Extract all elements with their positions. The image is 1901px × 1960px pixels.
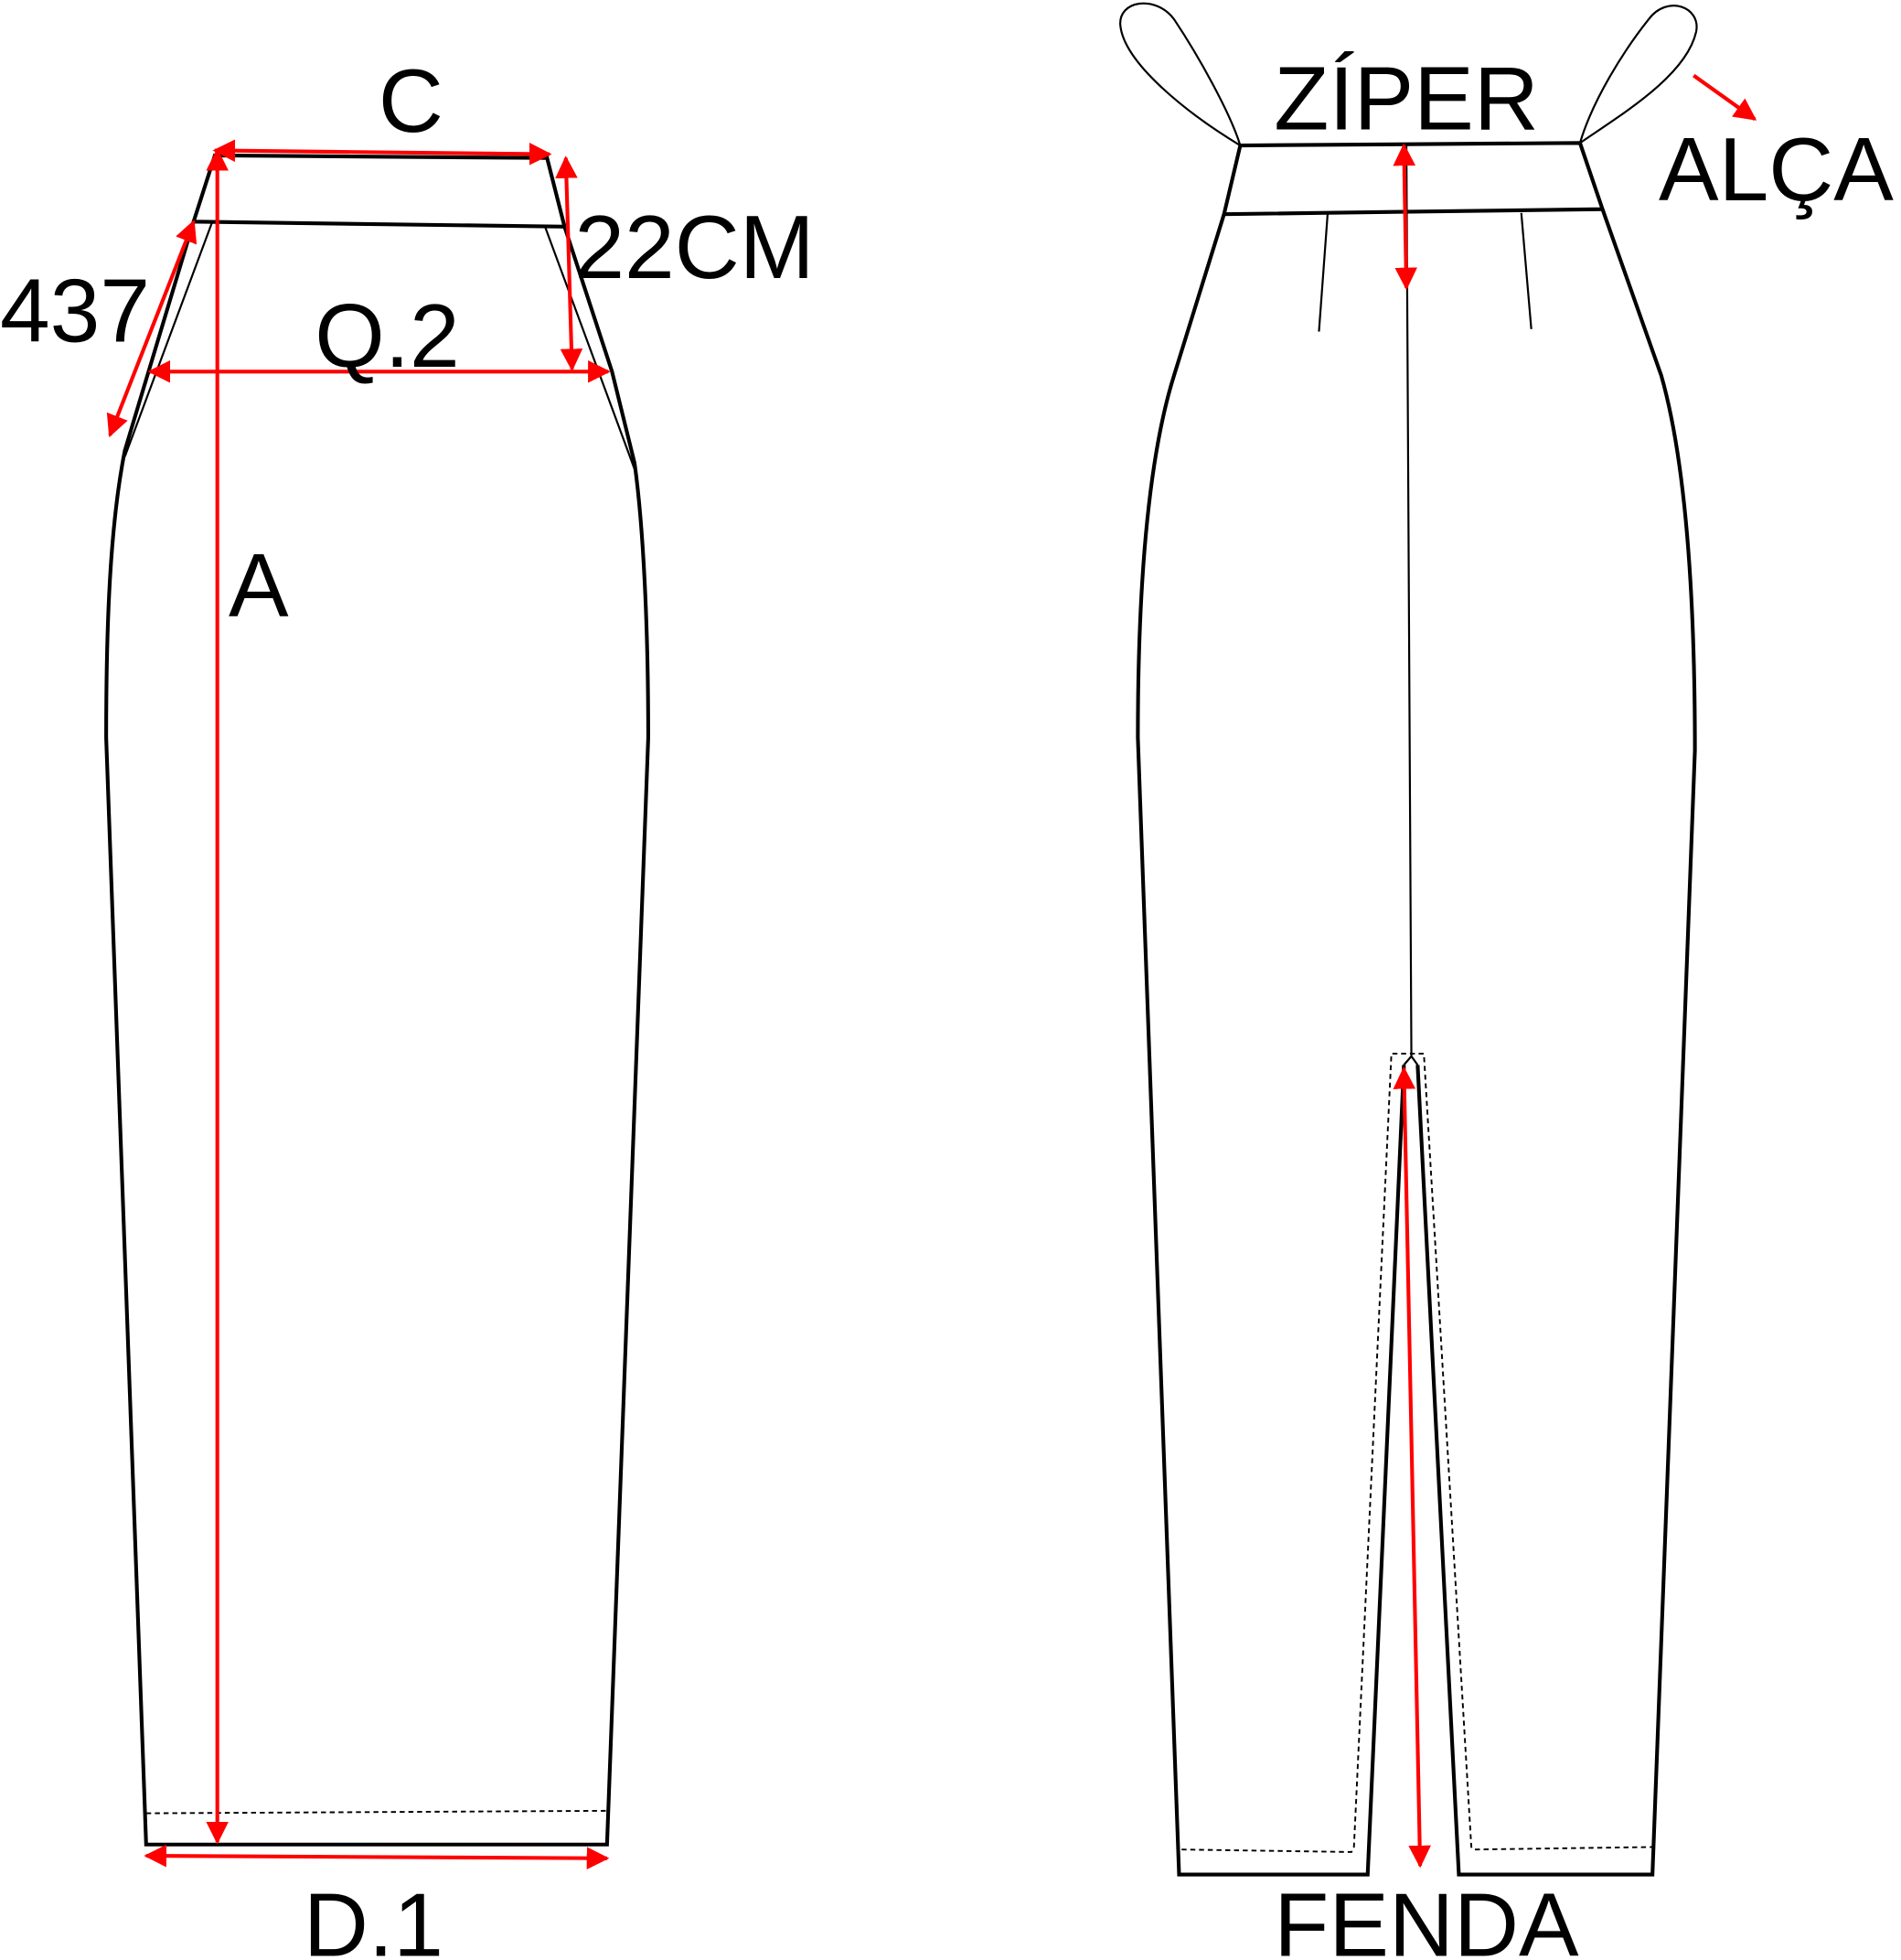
waist-measure-arrow <box>212 139 552 166</box>
label-slit: FENDA <box>1274 1874 1579 1960</box>
back-skirt: ZÍPER ALÇA FENDA <box>1119 2 1894 1960</box>
label-hip: Q.2 <box>315 285 459 386</box>
label-zipper: ZÍPER <box>1274 48 1539 148</box>
label-length: A <box>229 535 289 636</box>
back-outline-left <box>1136 213 1406 1877</box>
slit-facing-stitch <box>1181 1053 1653 1853</box>
front-waistband <box>190 153 568 229</box>
label-rise: 22CM <box>574 197 814 297</box>
zipper-measure-arrow <box>1393 143 1417 291</box>
label-waist: C <box>379 50 443 151</box>
label-hem: D.1 <box>304 1874 443 1960</box>
label-strap: ALÇA <box>1659 119 1894 220</box>
slit-measure-arrow <box>1393 1066 1431 1869</box>
center-seam <box>1403 145 1419 1066</box>
rise-measure-arrow <box>555 155 583 372</box>
front-hem-stitch <box>145 1809 607 1815</box>
pocket-measure-arrow <box>106 220 198 438</box>
back-outline-right <box>1415 209 1697 1877</box>
hem-measure-arrow <box>144 1844 610 1869</box>
front-skirt: C 22CM 437 Q.2 A D.1 <box>0 50 815 1960</box>
back-waistband <box>1222 141 1606 217</box>
dart-right <box>1520 212 1533 329</box>
front-outline <box>104 220 650 1847</box>
strap-left <box>1119 2 1242 146</box>
dart-left <box>1318 212 1330 332</box>
strap-right <box>1578 5 1698 145</box>
label-pocket: 437 <box>0 260 150 360</box>
strap-pointer-arrow <box>1693 73 1757 122</box>
